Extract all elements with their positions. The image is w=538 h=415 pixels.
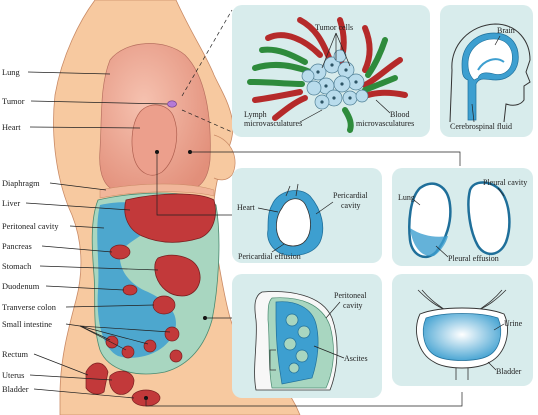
- pancreas-shape: [109, 244, 131, 260]
- label-duodenum: Duodenum: [2, 282, 40, 291]
- torso-illustration: [53, 0, 301, 415]
- label-brain: Brain: [497, 26, 515, 35]
- label-heart: Heart: [2, 123, 21, 132]
- breast-contour: [213, 134, 236, 181]
- label-uterus: Uterus: [2, 371, 24, 380]
- label-pericardial-heart: Heart: [237, 203, 256, 212]
- small-intestine-loop: [164, 326, 180, 342]
- label-lymph: Lymph: [244, 110, 267, 119]
- label-pericardial-cavity-2: cavity: [341, 201, 361, 210]
- uterus-shape: [109, 370, 135, 395]
- label-lung: Lung: [2, 68, 20, 77]
- label-ascites: Ascites: [344, 354, 368, 363]
- small-intestine-loop: [121, 345, 135, 359]
- tumor-zoom-line-top: [181, 9, 233, 97]
- small-intestine-loop: [143, 339, 157, 353]
- label-cerebrospinal-fluid: Cerebrospinal fluid: [450, 122, 512, 131]
- transverse-colon-shape: [152, 295, 176, 315]
- head-outline: [449, 23, 531, 123]
- duodenum-shape: [122, 284, 138, 296]
- label-pleural-cavity: Pleural cavity: [483, 178, 527, 187]
- label-blood: Blood: [390, 110, 410, 119]
- liver-shape: [124, 193, 216, 243]
- label-bladder-panel: Bladder: [496, 367, 522, 376]
- pleural-effusion-fill: [410, 228, 448, 257]
- label-small-intestine: Small intestine: [2, 320, 52, 329]
- heart-shape: [131, 104, 177, 176]
- tumor-zoom-line-bottom: [181, 109, 233, 133]
- ascites-fluid: [97, 202, 176, 358]
- panel-pleural: Lung Pleural cavity Pleural effusion: [392, 168, 533, 266]
- label-urine: Urine: [504, 319, 523, 328]
- label-pleural-effusion: Pleural effusion: [448, 254, 499, 263]
- tumor-shape: [167, 100, 177, 108]
- label-liver: Liver: [2, 199, 20, 208]
- panel-peritoneal: Peritoneal cavity Ascites: [232, 274, 382, 398]
- label-bladder: Bladder: [2, 385, 29, 394]
- pleural-right-lung: [467, 181, 511, 255]
- label-pancreas: Pancreas: [2, 242, 32, 251]
- label-blood-microvasculatures: microvasculatures: [356, 119, 414, 128]
- rectum-shape: [85, 362, 109, 395]
- label-diaphragm: Diaphragm: [2, 179, 40, 188]
- panel-brain: Brain Cerebrospinal fluid: [440, 5, 533, 137]
- label-tumor-cells: Tumor cells: [315, 23, 353, 32]
- panel-tumor-microenvironment: Tumor cells Lymph microvasculatures Bloo…: [232, 5, 430, 137]
- label-transverse-colon: Tranverse colon: [2, 303, 57, 312]
- connector-lines: [144, 9, 463, 407]
- pericardial-heart: [276, 198, 311, 247]
- label-pericardial-effusion: Pericardial effusion: [238, 252, 301, 261]
- small-intestine-loop: [105, 335, 119, 349]
- label-tumor: Tumor: [2, 97, 25, 106]
- panel-bladder: Urine Bladder: [392, 274, 533, 386]
- stomach-shape: [154, 254, 201, 297]
- label-pericardial-cavity-1: Pericardial: [333, 191, 368, 200]
- label-lymph-microvasculatures: microvasculatures: [244, 119, 302, 128]
- body-labels: Lung Tumor Heart Diaphragm Liver Periton…: [2, 68, 171, 399]
- bladder-urine: [422, 313, 502, 361]
- label-rectum: Rectum: [2, 350, 29, 359]
- label-pleural-lung: Lung: [398, 193, 415, 202]
- label-stomach: Stomach: [2, 262, 32, 271]
- small-intestine-loop: [169, 349, 183, 363]
- panel-pericardial: Heart Pericardial cavity Pericardial eff…: [232, 168, 382, 263]
- label-peritoneal-cavity-2: cavity: [343, 301, 363, 310]
- label-peritoneal-cavity: Peritoneal cavity: [2, 222, 59, 231]
- label-peritoneal-cavity-1: Peritoneal: [334, 291, 367, 300]
